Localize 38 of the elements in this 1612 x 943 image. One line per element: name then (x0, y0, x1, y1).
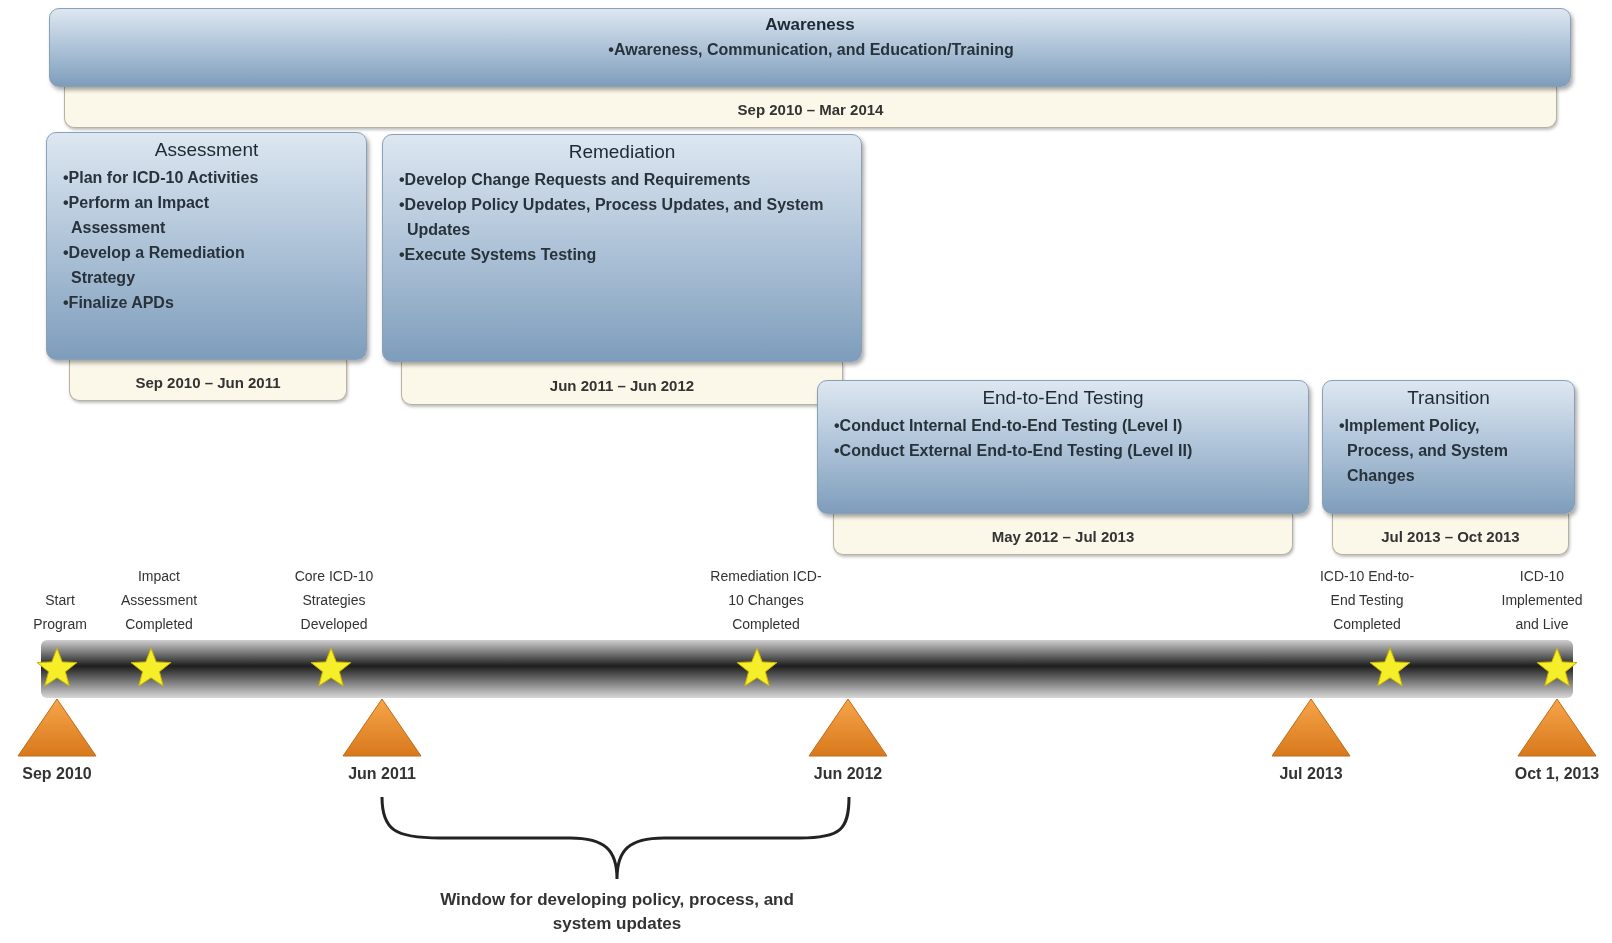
phase-heading: End-to-End Testing (981, 387, 1145, 409)
phase-box (46, 132, 367, 360)
bullet-item: •Conduct Internal End-to-End Testing (Level I) (833, 416, 1184, 436)
phase-heading: Transition (1406, 387, 1491, 409)
bullet-item: •Execute Systems Testing (398, 245, 598, 265)
phase-heading: Awareness (764, 15, 856, 35)
date-range-label: Sep 2010 – Jun 2011 (69, 360, 347, 401)
phase-box (817, 380, 1309, 514)
phase-heading: Assessment (153, 139, 260, 161)
phase-box (1322, 380, 1575, 514)
phase-heading: Remediation (567, 141, 677, 163)
milestone-label: ICD-10 End-to-End Testing Completed (1318, 567, 1416, 634)
bullet-item: •Develop Change Requests and Requirements (398, 170, 752, 190)
milestone-label: Core ICD-10 Strategies Developed (293, 567, 375, 634)
bullet-item: •Perform an Impact Assessment (62, 193, 211, 238)
date-range-label: Jun 2011 – Jun 2012 (401, 362, 843, 405)
date-range-label: Sep 2010 – Mar 2014 (64, 87, 1557, 128)
bullet-item: •Finalize APDs (62, 293, 175, 313)
date-range-label: May 2012 – Jul 2013 (833, 514, 1293, 555)
date-range-label: Jul 2013 – Oct 2013 (1332, 514, 1569, 555)
milestone-label: Start Program (32, 591, 88, 634)
milestone-label: ICD-10 Implemented and Live (1500, 567, 1584, 634)
caption-text: Window for developing policy, process, and system updates (439, 889, 795, 935)
phase-box (382, 134, 862, 362)
bullet-item: •Awareness, Communication, and Education/Training (607, 40, 1014, 60)
bullet-item: •Plan for ICD-10 Activities (62, 168, 260, 188)
milestone-label: Impact Assessment Completed (119, 567, 199, 634)
bullet-item: •Develop Policy Updates, Process Updates, and System Updates (398, 195, 825, 240)
bullet-item: •Implement Policy, Process, and System Changes (1338, 416, 1509, 486)
milestone-label: Remediation ICD-10 Changes Completed (709, 567, 823, 634)
date-label: Oct 1, 2013 (1513, 764, 1601, 784)
date-label: Sep 2010 (21, 764, 93, 784)
date-label: Jun 2012 (812, 764, 884, 784)
date-label: Jun 2011 (347, 764, 417, 784)
bullet-item: •Develop a Remediation Strategy (62, 243, 246, 288)
bullet-item: •Conduct External End-to-End Testing (Level II) (833, 441, 1194, 461)
date-label: Jul 2013 (1278, 764, 1344, 784)
phase-box (49, 8, 1571, 87)
